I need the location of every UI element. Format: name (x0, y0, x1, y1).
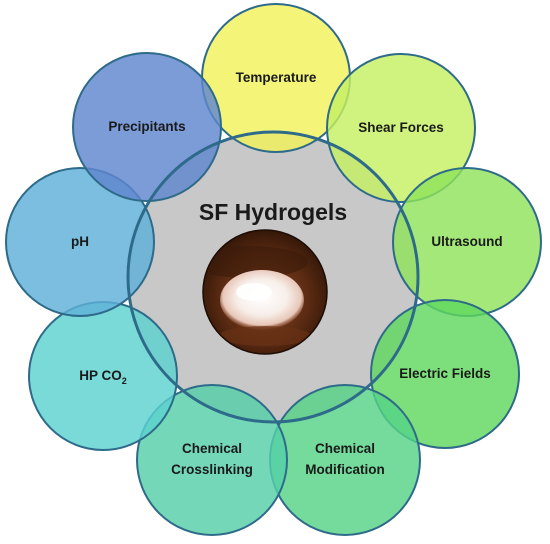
petal-chemical-crosslinking (136, 384, 288, 536)
petal-label-precipitants: Precipitants (108, 119, 185, 134)
hydrogel-photo (202, 229, 328, 355)
petal-label-ph: pH (71, 234, 89, 249)
petal-label-ultrasound: Ultrasound (431, 234, 502, 249)
petal-electric-fields (370, 299, 520, 449)
petal-ph (5, 167, 155, 317)
petal-chemical-modification (269, 384, 421, 536)
petal-label-hp-co2: HP CO2 (79, 368, 127, 386)
center-ring (126, 130, 420, 424)
petal-label-temperature: Temperature (236, 70, 317, 85)
petal-label-electric-fields: Electric Fields (399, 366, 491, 381)
petal-label-shear-forces: Shear Forces (358, 120, 444, 135)
center-title: SF Hydrogels (199, 199, 347, 225)
